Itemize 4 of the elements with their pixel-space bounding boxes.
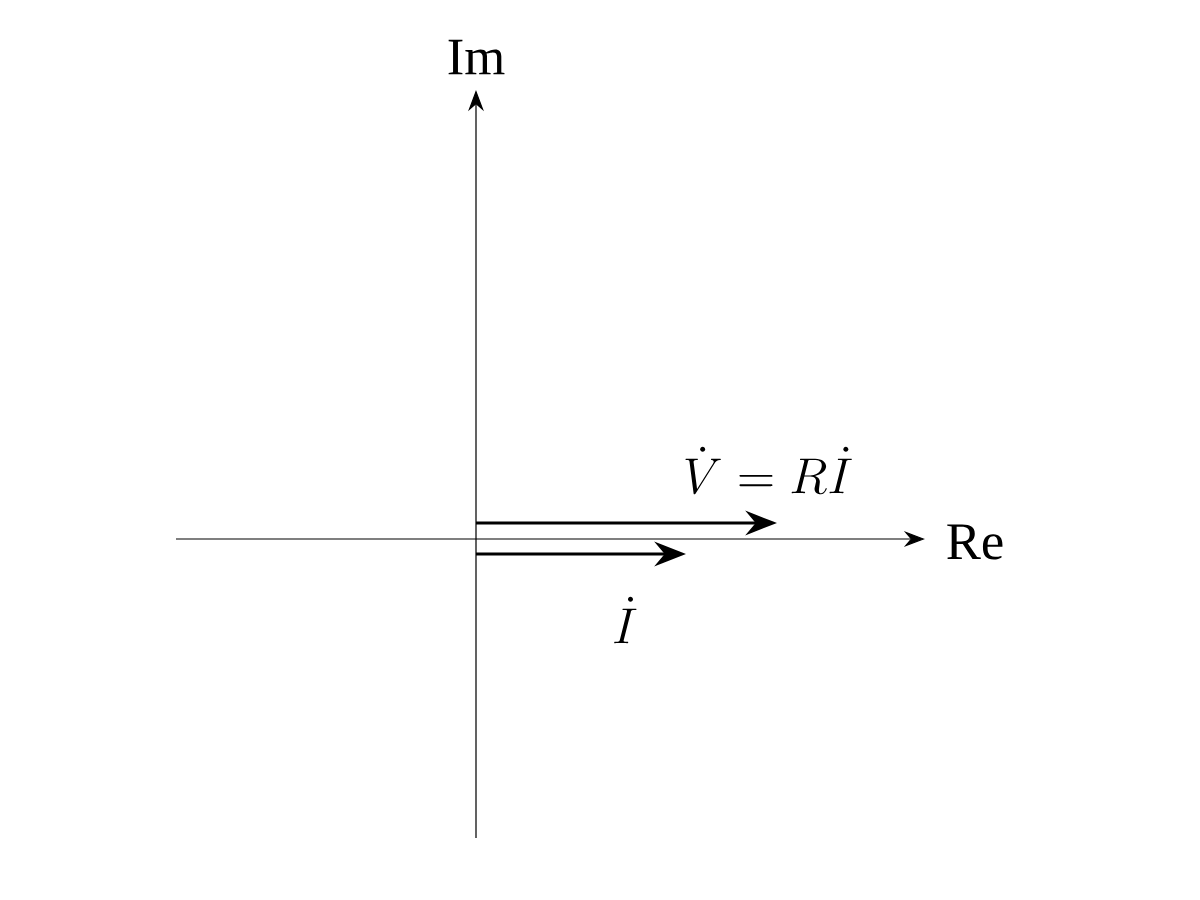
phasor-label: $\dot{V} = R\dot{I}$ bbox=[685, 446, 852, 495]
axis-label: Im bbox=[448, 39, 505, 75]
axis-label: Re bbox=[947, 524, 1003, 560]
phasor-label: $\dot{I}$ bbox=[614, 596, 637, 644]
